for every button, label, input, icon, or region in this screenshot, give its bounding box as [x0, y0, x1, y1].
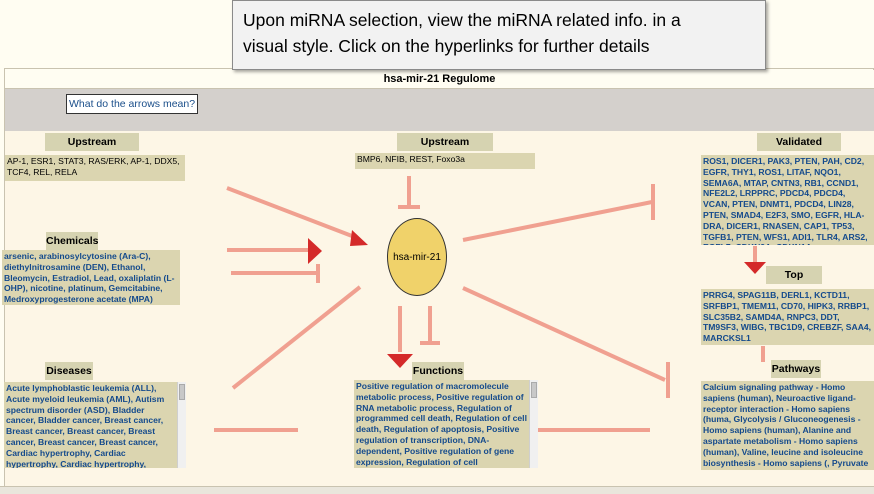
upstream-activators-list[interactable]: AP-1, ESR1, STAT3, RAS/ERK, AP-1, DDX5, …	[5, 155, 185, 181]
window-title: hsa-mir-21 Regulome	[5, 70, 874, 89]
diseases-text[interactable]: Acute lymphoblastic leukemia (ALL), Acut…	[6, 383, 165, 468]
diseases-scrollbar[interactable]	[177, 382, 186, 468]
activator-arrow-head	[350, 230, 368, 246]
pathways-header: Pathways	[771, 360, 821, 378]
target-inhibit-line	[462, 200, 653, 242]
callout-line-2: visual style. Click on the hyperlinks fo…	[243, 36, 650, 56]
diseases-header: Diseases	[45, 362, 93, 380]
callout-line-1: Upon miRNA selection, view the miRNA rel…	[243, 10, 681, 30]
upstream-activators-header: Upstream activators	[45, 133, 139, 166]
instruction-callout: Upon miRNA selection, view the miRNA rel…	[232, 0, 766, 70]
chemical-arrow-head	[308, 238, 322, 264]
top-targets-arrow-head	[744, 262, 766, 274]
activator-arrow-line	[226, 186, 353, 238]
disease-link-line	[231, 285, 362, 390]
arrows-help-link[interactable]: What do the arrows mean?	[66, 94, 199, 114]
functions-list[interactable]: Positive regulation of macromolecule met…	[354, 380, 538, 468]
chemicals-header: Chemicals	[46, 232, 99, 250]
function-arrow-head	[387, 354, 413, 368]
functions-header: Functions	[412, 362, 464, 380]
validated-targets-list[interactable]: ROS1, DICER1, PAK3, PTEN, PAH, CD2, EGFR…	[701, 155, 874, 245]
top-targets-header: Top targets	[766, 266, 822, 299]
chemicals-list[interactable]: arsenic, arabinosylcytosine (Ara-C), die…	[2, 250, 180, 305]
top-targets-list[interactable]: PRRG4, SPAG11B, DERL1, KCTD11, SRFBP1, T…	[701, 289, 874, 345]
pathways-list[interactable]: Calcium signaling pathway - Homo sapiens…	[701, 381, 874, 470]
mirna-node-label: hsa-mir-21	[393, 251, 441, 263]
upstream-repressors-header: Upstream repressors	[397, 133, 493, 166]
validated-targets-header: Validated targets	[757, 133, 841, 166]
functions-scrollbar[interactable]	[529, 380, 538, 468]
upstream-repressors-list[interactable]: BMP6, NFIB, REST, Foxo3a	[355, 153, 535, 169]
pathway-inhibit-line	[462, 286, 666, 382]
window-bottom-edge	[0, 486, 874, 494]
mirna-node[interactable]: hsa-mir-21	[387, 218, 447, 296]
diseases-list[interactable]: Acute lymphoblastic leukemia (ALL), Acut…	[4, 382, 186, 468]
functions-text[interactable]: Positive regulation of macromolecule met…	[356, 381, 527, 467]
